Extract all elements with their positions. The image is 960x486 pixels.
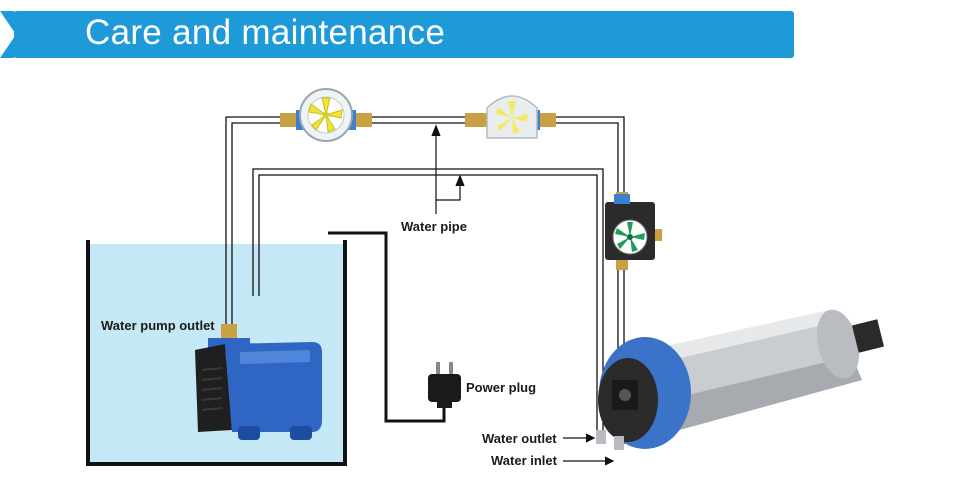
power-plug-label: Power plug bbox=[466, 380, 537, 395]
spindle-leaders bbox=[563, 433, 615, 466]
water-pipe-label: Water pipe bbox=[401, 219, 467, 234]
water-pump-icon bbox=[195, 324, 322, 440]
page-title: Care and maintenance bbox=[85, 13, 446, 52]
water-outlet-label: Water outlet bbox=[482, 431, 557, 446]
flow-meter-icon bbox=[465, 95, 556, 139]
flow-sensor-icon bbox=[605, 192, 662, 270]
water-pipe-leader bbox=[431, 124, 465, 214]
header-banner: Care and maintenance bbox=[0, 11, 794, 58]
flow-meter-icon bbox=[280, 88, 372, 142]
spindle-motor-icon bbox=[596, 309, 885, 450]
power-plug-icon bbox=[428, 362, 461, 408]
water-inlet-label: Water inlet bbox=[491, 453, 557, 468]
water-pump-outlet-label: Water pump outlet bbox=[101, 318, 215, 333]
banner-background bbox=[14, 11, 794, 58]
